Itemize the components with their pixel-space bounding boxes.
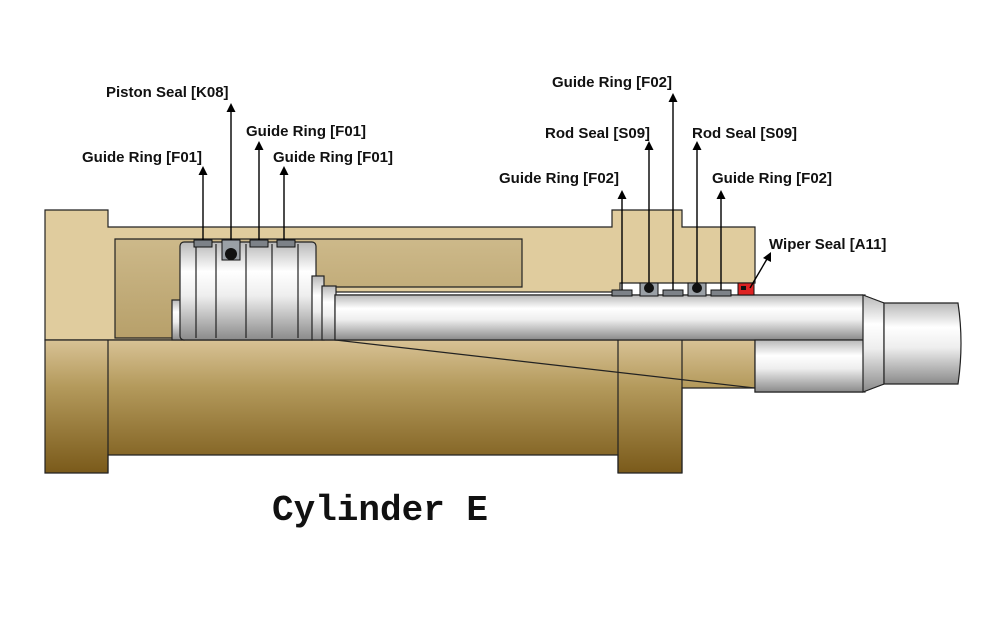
label-wiper-seal-a11: Wiper Seal [A11] <box>769 236 886 253</box>
label-guide-ring-f02-top: Guide Ring [F02] <box>552 74 672 91</box>
rod-guide-ring-f02-1 <box>611 289 633 297</box>
label-guide-ring-f01-left: Guide Ring [F01] <box>82 149 202 166</box>
label-piston-seal-k08: Piston Seal [K08] <box>106 84 229 101</box>
guide-ring-f01-b <box>249 239 269 248</box>
wiper-seal-a11 <box>737 282 755 296</box>
label-guide-ring-f02-right: Guide Ring [F02] <box>712 170 832 187</box>
piston <box>171 241 337 341</box>
piston-rod <box>334 294 962 393</box>
piston-seal-k08 <box>221 239 241 261</box>
rod-guide-ring-f02-3 <box>710 289 732 297</box>
guide-ring-f01-a <box>193 239 213 248</box>
rod-guide-ring-f02-2 <box>662 289 684 297</box>
diagram-title: Cylinder E <box>272 490 488 531</box>
guide-ring-f01-c <box>276 239 296 248</box>
label-guide-ring-f02-left: Guide Ring [F02] <box>499 170 619 187</box>
label-rod-seal-s09-right: Rod Seal [S09] <box>692 125 797 142</box>
housing-lower-body <box>44 339 756 474</box>
leader-lines <box>198 93 771 290</box>
rod-seal-s09-1 <box>639 282 659 297</box>
rod-seal-s09-2 <box>687 282 707 297</box>
label-rod-seal-s09-left: Rod Seal [S09] <box>545 125 650 142</box>
label-guide-ring-f01-right: Guide Ring [F01] <box>273 149 393 166</box>
label-guide-ring-f01-upper: Guide Ring [F01] <box>246 123 366 140</box>
